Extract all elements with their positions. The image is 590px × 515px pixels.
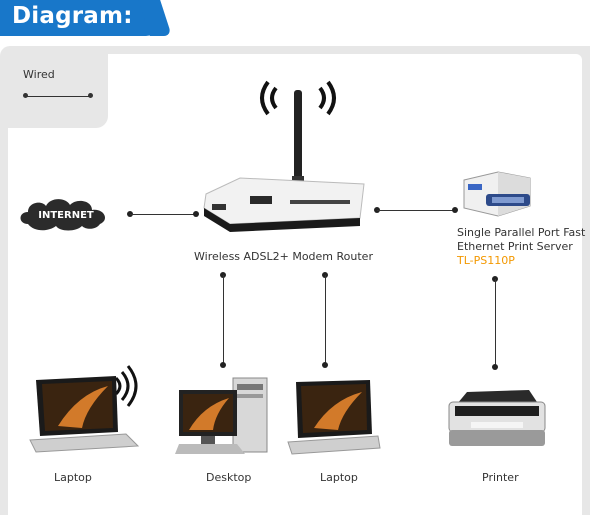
laptop-wireless-label: Laptop	[54, 471, 92, 484]
wired-link-router-desktop	[223, 275, 224, 365]
wired-link-printserver-printer	[495, 279, 496, 367]
connector-dot	[193, 211, 199, 217]
connector-dot	[322, 362, 328, 368]
print-server-model: TL-PS110P	[457, 254, 515, 267]
print-server-label-line1: Single Parallel Port Fast	[457, 226, 586, 239]
wired-link-router-printserver	[377, 210, 455, 211]
legend-dot-right	[88, 93, 93, 98]
wired-link-internet-router	[130, 214, 196, 215]
header-tab	[0, 0, 160, 36]
legend-box	[8, 54, 108, 128]
wired-link-router-laptop	[325, 275, 326, 365]
legend-wired-line	[26, 96, 90, 97]
print-server-label-line2: Ethernet Print Server	[457, 240, 573, 253]
connector-dot	[220, 362, 226, 368]
connector-dot	[492, 364, 498, 370]
desktop-label: Desktop	[206, 471, 252, 484]
diagram-title: Diagram:	[12, 3, 133, 29]
laptop-wired-label: Laptop	[320, 471, 358, 484]
legend-wired-label: Wired	[23, 68, 55, 81]
laptop-wireless-icon	[29, 365, 140, 453]
legend-dot-left	[23, 93, 28, 98]
router-icon	[203, 80, 365, 232]
printer-icon	[448, 390, 546, 446]
print-server-icon	[463, 171, 531, 217]
printer-label: Printer	[482, 471, 519, 484]
desktop-icon	[175, 377, 268, 454]
internet-cloud-icon: INTERNET	[20, 199, 106, 231]
internet-label: INTERNET	[38, 210, 94, 221]
laptop-wired-icon	[287, 380, 381, 455]
connector-dot	[452, 207, 458, 213]
router-label: Wireless ADSL2+ Modem Router	[194, 250, 373, 263]
